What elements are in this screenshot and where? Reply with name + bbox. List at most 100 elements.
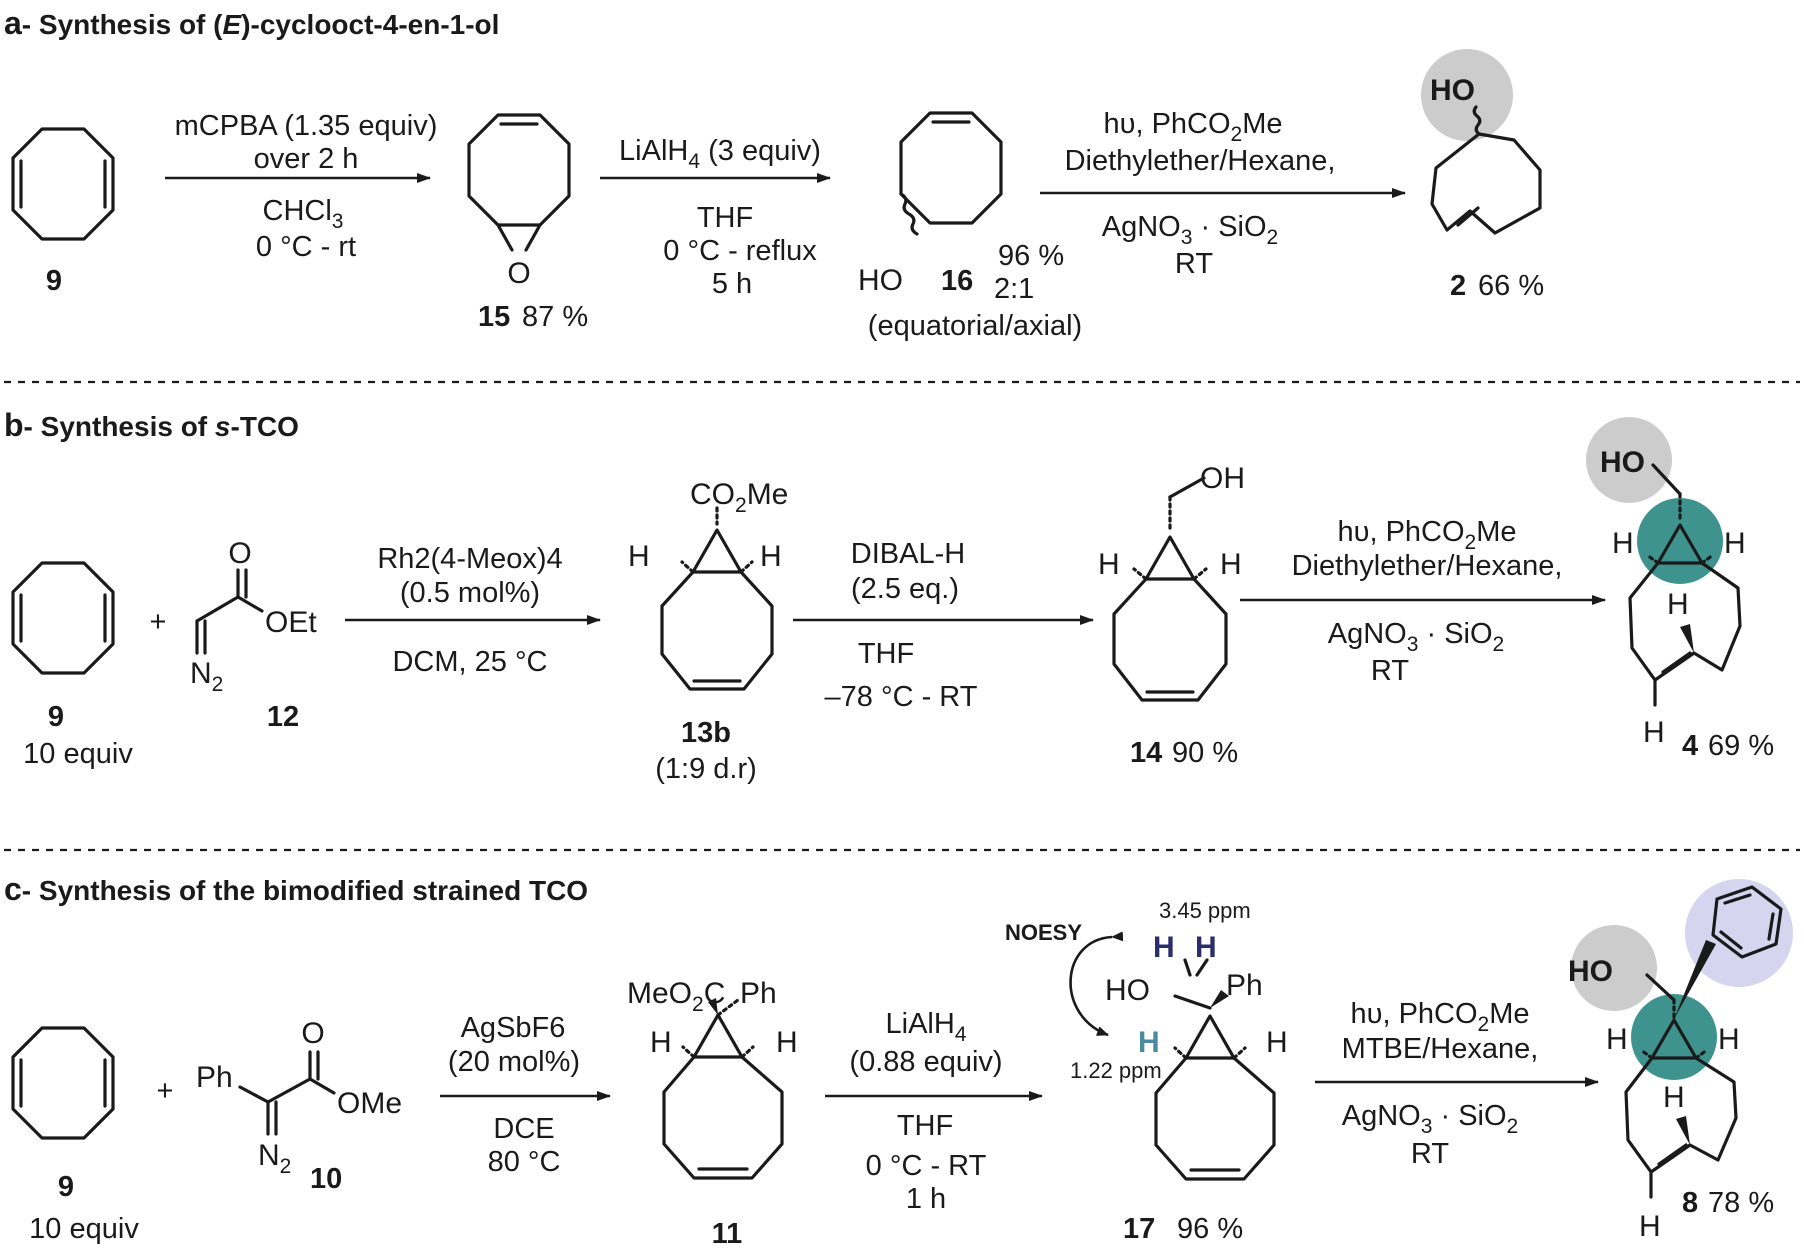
- cyclooctadiene-structure: [11, 561, 115, 675]
- hydroxyl-highlight: [1586, 417, 1672, 503]
- noesy-hydrogen-label: H: [1138, 1026, 1160, 1059]
- ester-label: CO2Me: [690, 478, 788, 517]
- reagent-line: AgNO3 · SiO2: [1342, 1100, 1518, 1138]
- hydroxyl-label: HO: [1430, 74, 1475, 107]
- section-b-header: b- Synthesis of s-TCO: [4, 407, 299, 443]
- reagent-line: THF: [858, 638, 914, 670]
- hydrogen-label: H: [1606, 1023, 1628, 1056]
- reagent-line: (20 mol%): [448, 1046, 580, 1078]
- reagent-line: 0 °C - RT: [866, 1150, 987, 1182]
- reagent-line: THF: [697, 202, 753, 234]
- hydroxyl-label: HO: [1568, 955, 1613, 988]
- section-c-header: c- Synthesis of the bimodified strained …: [4, 871, 588, 907]
- section-b: b- Synthesis of s-TCO 9 10 equiv + O OEt…: [4, 407, 1774, 785]
- methyl-phenyldiazoacetate-structure: [238, 1050, 336, 1136]
- reagent-line: 5 h: [712, 268, 752, 300]
- yield-8: 78 %: [1708, 1187, 1774, 1219]
- reagent-line: Diethylether/Hexane,: [1292, 550, 1563, 582]
- phenyl-highlight: [1685, 879, 1793, 987]
- noesy-hydrogen-label: H: [1153, 931, 1175, 964]
- section-c: c- Synthesis of the bimodified strained …: [4, 871, 1793, 1250]
- cyclooctenol-structure: [899, 111, 1003, 236]
- noesy-correlation-arrow: [1069, 931, 1124, 1037]
- reagent-line: Diethylether/Hexane,: [1065, 145, 1336, 177]
- yield-2: 66 %: [1478, 270, 1544, 302]
- hydrogen-label: H: [1266, 1026, 1288, 1059]
- reagent-line: over 2 h: [254, 143, 359, 175]
- reagent-line: (0.5 mol%): [400, 577, 540, 609]
- yield-14: 90 %: [1172, 737, 1238, 769]
- bicyclic-alcohol-structure: [1112, 476, 1228, 702]
- reagent-line: AgSbF6: [461, 1012, 566, 1044]
- equiv-9: 10 equiv: [23, 738, 133, 770]
- reagent-line: THF: [897, 1110, 953, 1142]
- chemical-shift-label: 1.22 ppm: [1070, 1058, 1162, 1083]
- isomer-ratio-16: 2:1: [994, 273, 1034, 305]
- compound-label-12: 12: [267, 701, 299, 733]
- compound-label-13b: 13b: [681, 717, 731, 749]
- epoxide-oxygen-label: O: [507, 257, 530, 290]
- carbonyl-oxygen-label: O: [301, 1017, 324, 1050]
- reagent-line: hυ, PhCO2Me: [1350, 998, 1529, 1036]
- reagent-line: –78 °C - RT: [825, 681, 978, 713]
- methoxy-label: OMe: [337, 1087, 402, 1120]
- noesy-label: NOESY: [1005, 920, 1082, 945]
- isomer-note-16: (equatorial/axial): [868, 310, 1082, 342]
- diazo-label: N2: [190, 657, 223, 696]
- hydrogen-label: H: [650, 1026, 672, 1059]
- reagent-line: RT: [1175, 248, 1213, 280]
- reagent-line: 1 h: [906, 1183, 946, 1215]
- compound-label-17: 17: [1123, 1213, 1155, 1245]
- hydrogen-label: H: [776, 1026, 798, 1059]
- hydrogen-label: H: [1718, 1023, 1740, 1056]
- bicyclic-ester-structure: [660, 506, 774, 691]
- section-a-header: a- Synthesis of (E)-cyclooct-4-en-1-ol: [4, 5, 499, 41]
- diazo-label: N2: [258, 1139, 291, 1178]
- compound-label-9: 9: [48, 701, 64, 733]
- compound-label-8: 8: [1682, 1187, 1698, 1219]
- hydroxyl-label: OH: [1200, 462, 1245, 495]
- hydroxyl-label: HO: [1105, 974, 1150, 1007]
- bicyclic-phenyl-alcohol-structure: [1069, 931, 1276, 1181]
- reagent-line: mCPBA (1.35 equiv): [175, 110, 438, 142]
- phenyl-label: Ph: [1226, 969, 1263, 1002]
- cyclooctadiene-structure: [11, 1026, 115, 1140]
- compound-label-2: 2: [1450, 270, 1466, 302]
- compound-label-11: 11: [712, 1218, 743, 1250]
- hydrogen-label: H: [760, 540, 782, 573]
- compound-label-16: 16: [941, 265, 973, 297]
- compound-label-9: 9: [46, 265, 62, 297]
- hydrogen-label: H: [628, 540, 650, 573]
- plus-sign: +: [157, 1075, 174, 1107]
- reagent-line: 80 °C: [488, 1146, 561, 1178]
- hydrogen-label: H: [1643, 716, 1665, 749]
- reagent-line: 0 °C - reflux: [663, 235, 817, 267]
- diastereomer-ratio-13b: (1:9 d.r): [655, 753, 757, 785]
- hydroxyl-label: HO: [1600, 446, 1645, 479]
- phenyl-label: Ph: [196, 1061, 233, 1094]
- phenyl-label: Ph: [740, 977, 777, 1010]
- cyclooctadiene-structure: [11, 127, 115, 241]
- hydrogen-label: H: [1667, 588, 1689, 621]
- compound-label-10: 10: [310, 1163, 342, 1195]
- trans-cyclooctenol-structure: [1430, 105, 1542, 235]
- ethyl-diazoacetate-structure: [195, 568, 264, 655]
- bimodified-strained-tco-structure: [1624, 885, 1783, 1199]
- yield-16: 96 %: [998, 240, 1064, 272]
- compound-label-14: 14: [1130, 737, 1162, 769]
- bicyclic-phenyl-ester-structure: [662, 998, 784, 1180]
- hydrogen-label: H: [1098, 548, 1120, 581]
- epoxide-structure: [467, 113, 571, 252]
- reagent-line: RT: [1411, 1138, 1449, 1170]
- reagent-line: (2.5 eq.): [851, 573, 959, 605]
- section-a: a- Synthesis of (E)-cyclooct-4-en-1-ol 9…: [4, 5, 1544, 342]
- reagent-line: 0 °C - rt: [256, 231, 356, 263]
- compound-label-15: 15: [478, 301, 510, 333]
- hydrogen-label: H: [1612, 527, 1634, 560]
- strained-tco-alcohol-structure: [1628, 463, 1742, 707]
- reagent-line: AgNO3 · SiO2: [1102, 211, 1278, 249]
- reagent-line: DCE: [493, 1113, 554, 1145]
- yield-15: 87 %: [522, 301, 588, 333]
- equiv-9: 10 equiv: [29, 1213, 139, 1245]
